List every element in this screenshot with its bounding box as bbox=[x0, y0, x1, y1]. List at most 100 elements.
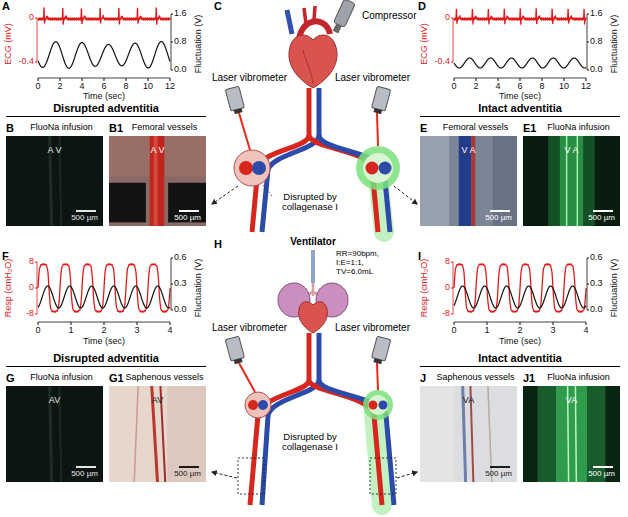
vessel-tag: A V bbox=[6, 146, 103, 156]
vessel-line bbox=[134, 386, 138, 482]
left-axis bbox=[37, 18, 38, 62]
tick-mark bbox=[587, 310, 589, 311]
tick-label: 4 bbox=[495, 82, 500, 92]
axis-title: Time (sec) bbox=[499, 92, 541, 102]
tick-label: 0 bbox=[445, 283, 450, 293]
device-label: Laser vibrometer bbox=[212, 72, 287, 83]
ventilated-mouse-illustration-part bbox=[238, 458, 264, 494]
tick-label: 0 bbox=[451, 82, 456, 92]
axis-title: Time (sec) bbox=[83, 337, 125, 347]
anesthetized-mouse-heart-compression-part bbox=[304, 6, 315, 24]
tick-label: 0.0 bbox=[590, 305, 603, 315]
scale-bar bbox=[490, 210, 510, 212]
tick-label: 0.6 bbox=[590, 253, 603, 263]
ventilated-mouse-illustration-part bbox=[368, 395, 388, 415]
tick-mark bbox=[454, 78, 455, 81]
panel-group: EFemoral vesselsV A500 µmE1FluoNa infusi… bbox=[420, 102, 620, 226]
tick-label: 12 bbox=[581, 82, 591, 92]
axis-title: Time (sec) bbox=[83, 92, 125, 102]
ventilated-mouse-illustration-part bbox=[379, 401, 388, 410]
ventilated-mouse-illustration-part-part bbox=[225, 336, 244, 361]
tick-mark bbox=[587, 14, 589, 15]
photo-region bbox=[493, 136, 517, 226]
micrograph-panel: JSaphenous vesselsVA500 µm bbox=[420, 372, 517, 482]
tick-mark bbox=[171, 42, 173, 43]
tick-mark bbox=[171, 14, 173, 15]
x-axis bbox=[38, 322, 170, 323]
tick-mark bbox=[520, 322, 521, 325]
panel-caption: FluoNa infusion bbox=[537, 123, 620, 133]
device-label: Laser vibrometer bbox=[335, 72, 410, 83]
tick-label: -8 bbox=[442, 309, 450, 319]
tick-mark bbox=[104, 78, 105, 81]
ventilated-mouse-illustration-part bbox=[212, 472, 237, 478]
panel-letter: G bbox=[6, 372, 15, 384]
tick-label: -0.4 bbox=[18, 57, 34, 67]
fluctuation-trace bbox=[38, 286, 170, 308]
panel-caption: Saphenous vessels bbox=[123, 373, 206, 383]
tick-label: -0.4 bbox=[434, 57, 450, 67]
fluctuation-trace bbox=[454, 286, 586, 308]
tick-mark bbox=[451, 314, 453, 315]
panel-letter: A bbox=[2, 0, 10, 12]
tick-label: 0.0 bbox=[174, 305, 187, 315]
vessel-tag: AV bbox=[6, 396, 103, 406]
vessel-tag: AV bbox=[109, 396, 206, 406]
axis-title: Time (sec) bbox=[499, 337, 541, 347]
tick-label: 10 bbox=[143, 82, 153, 92]
fluctuation-trace bbox=[38, 42, 170, 69]
tick-mark bbox=[487, 322, 488, 325]
treatment-label: Disrupted by collagenase I bbox=[273, 192, 347, 213]
anesthetized-mouse-heart-compression-part bbox=[289, 35, 337, 88]
axis-title: Resp (cmH₂O) bbox=[4, 259, 14, 318]
anesthetized-mouse-heart-compression-part bbox=[234, 150, 270, 186]
micrograph-panel: EFemoral vesselsV A500 µm bbox=[420, 122, 517, 226]
tick-label: 0 bbox=[35, 326, 40, 336]
signal-chart bbox=[451, 258, 589, 325]
photo-region bbox=[167, 386, 206, 482]
scale-bar bbox=[593, 210, 613, 212]
red-trace bbox=[454, 8, 586, 24]
micrograph-panel: BFluoNa infusionA V500 µm bbox=[6, 122, 103, 226]
ventilated-mouse-illustration-part bbox=[311, 250, 315, 283]
photo-region bbox=[420, 136, 517, 226]
group-heading: Intact adventitia bbox=[420, 352, 620, 367]
ventilated-mouse-illustration-part bbox=[397, 472, 417, 478]
panel-letter: D bbox=[418, 0, 426, 12]
red-trace bbox=[38, 264, 170, 312]
anesthetized-mouse-heart-compression-part bbox=[262, 184, 272, 196]
ventilated-mouse-illustration-part bbox=[370, 458, 396, 494]
axis-title: Resp (cmH₂O) bbox=[420, 259, 430, 318]
tick-mark bbox=[126, 78, 127, 81]
micrograph-panel: G1Saphenous vesselsAV500 µm bbox=[109, 372, 206, 482]
anesthetized-mouse-heart-compression-part bbox=[363, 153, 393, 183]
vessel-tag: A V bbox=[109, 146, 206, 156]
tick-mark bbox=[35, 314, 37, 315]
panel-group: GFluoNa infusionAV500 µmG1Saphenous vess… bbox=[6, 352, 206, 482]
tick-label: 4 bbox=[583, 326, 588, 336]
tick-label: 2 bbox=[473, 82, 478, 92]
group-heading: Disrupted adventitia bbox=[6, 352, 206, 367]
panel-letter: G1 bbox=[109, 372, 124, 384]
tick-label: 2 bbox=[517, 326, 522, 336]
scale-bar bbox=[490, 466, 510, 468]
tick-mark bbox=[171, 70, 173, 71]
group-heading: Disrupted adventitia bbox=[6, 102, 206, 117]
signal-chart bbox=[35, 8, 173, 81]
scale-label: 500 µm bbox=[71, 470, 98, 479]
tick-label: 3 bbox=[134, 326, 139, 336]
red-trace bbox=[454, 264, 586, 312]
ventilated-mouse-illustration-part bbox=[371, 336, 391, 365]
tick-mark bbox=[542, 78, 543, 81]
axis-title: Fluctuation (V) bbox=[610, 15, 620, 74]
tick-label: 10 bbox=[559, 82, 569, 92]
panel-caption: FluoNa infusion bbox=[537, 373, 620, 383]
ventilated-mouse-illustration bbox=[212, 250, 417, 505]
anesthetized-mouse-heart-compression-part-part bbox=[372, 86, 391, 111]
vessel-tag: V A bbox=[420, 146, 517, 156]
anesthetized-mouse-heart-compression-part-part bbox=[225, 86, 244, 111]
axis-title: Fluctuation (V) bbox=[194, 15, 204, 74]
tick-mark bbox=[35, 262, 37, 263]
photo-region bbox=[109, 136, 206, 226]
